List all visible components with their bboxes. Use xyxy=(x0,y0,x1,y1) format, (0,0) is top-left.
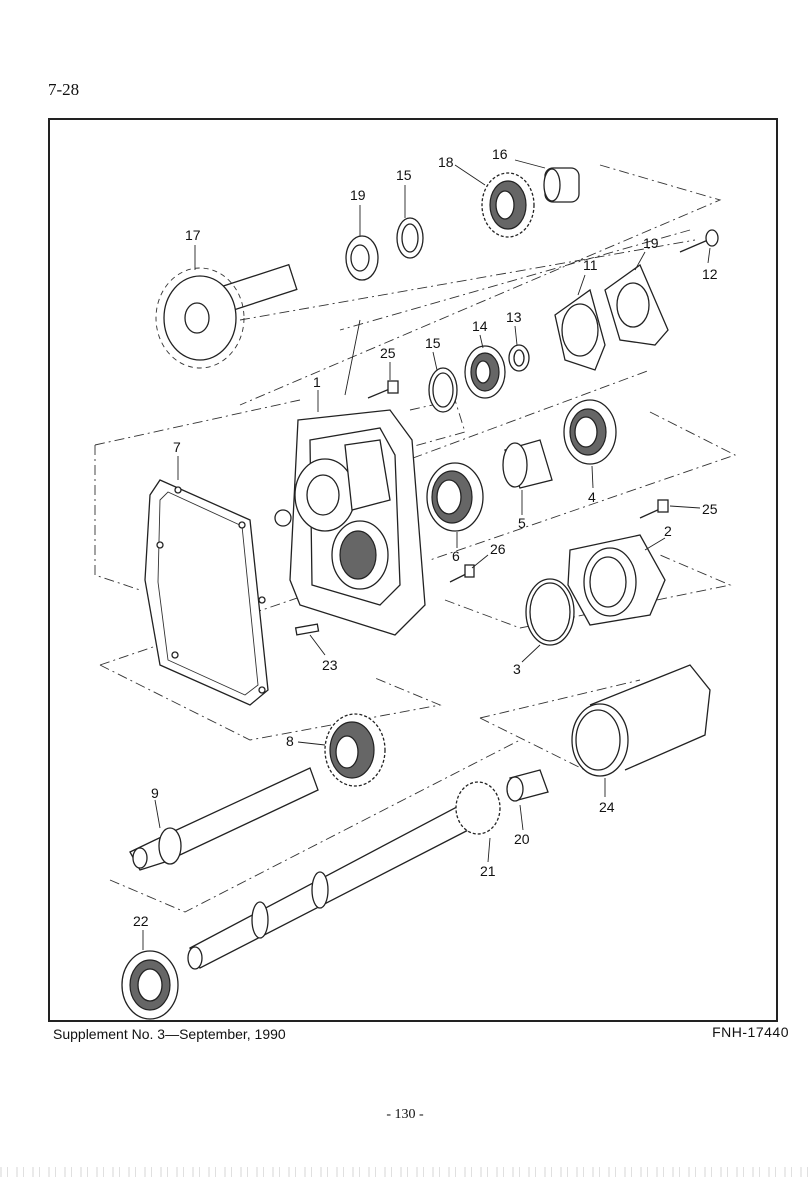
part-9-splined-shaft xyxy=(129,767,319,871)
part-27-bolt xyxy=(449,564,475,583)
leader-lines xyxy=(142,159,711,950)
part-22-bearing xyxy=(121,950,179,1020)
callout-14: 14 xyxy=(472,318,488,334)
part-18-gear xyxy=(481,172,535,238)
callout-1: 1 xyxy=(313,374,321,390)
callout-16: 16 xyxy=(492,146,508,162)
part-19-needle-bearing xyxy=(345,235,379,281)
scan-edge-artifact xyxy=(0,1167,810,1177)
callout-labels: 17 19 15 18 16 12 11 19 13 14 15 25 1 7 … xyxy=(133,146,718,929)
callout-2: 2 xyxy=(664,523,672,539)
callout-11: 11 xyxy=(583,257,598,273)
part-25-bolt xyxy=(639,499,669,519)
supplement-note: Supplement No. 3—September, 1990 xyxy=(53,1026,286,1042)
figure-code: FNH-17440 xyxy=(712,1024,789,1040)
part-15-snap-ring-2 xyxy=(428,367,458,413)
part-8-gear xyxy=(324,713,386,787)
diagram-frame xyxy=(48,118,778,1022)
part-21-output-shaft xyxy=(187,781,501,970)
callout-23: 23 xyxy=(322,657,338,673)
part-2-flange-housing xyxy=(567,534,666,626)
callout-15: 15 xyxy=(396,167,412,183)
assembly-lines xyxy=(94,164,737,913)
part-6-oil-seal xyxy=(426,462,484,532)
callout-12: 12 xyxy=(702,266,718,282)
callout-8: 8 xyxy=(286,733,294,749)
callout-4: 4 xyxy=(588,489,596,505)
section-number: 7-28 xyxy=(48,80,80,99)
part-20-needle-bearing xyxy=(506,769,549,802)
part-12-bolt xyxy=(679,229,719,253)
part-23-pin xyxy=(294,623,320,636)
page-folio: - 130 - xyxy=(386,1107,424,1122)
callout-6: 6 xyxy=(452,548,460,564)
part-4-bearing xyxy=(563,399,617,465)
callout-21: 21 xyxy=(480,863,496,879)
callout-3: 3 xyxy=(513,661,521,677)
part-1-housing xyxy=(274,409,426,636)
callout-15-lower: 15 xyxy=(425,335,441,351)
part-13-snap-ring xyxy=(508,344,530,372)
part-19-cover-plate xyxy=(604,264,669,346)
callout-19-cover: 19 xyxy=(643,235,659,251)
part-16-collar xyxy=(543,167,580,203)
callout-5: 5 xyxy=(518,515,526,531)
callout-7: 7 xyxy=(173,439,181,455)
callout-17: 17 xyxy=(185,227,201,243)
part-3-o-ring xyxy=(525,578,575,646)
callout-22: 22 xyxy=(133,913,149,929)
part-7-gasket xyxy=(144,479,269,706)
part-17-gear-shaft xyxy=(155,263,298,369)
callout-27: 26 xyxy=(490,541,506,557)
callout-18: 18 xyxy=(438,154,454,170)
part-5-sleeve xyxy=(502,439,553,489)
callout-19: 19 xyxy=(350,187,366,203)
callout-24: 24 xyxy=(599,799,615,815)
callout-20: 20 xyxy=(514,831,530,847)
part-24-cover xyxy=(571,664,711,777)
part-15-snap-ring xyxy=(396,217,424,259)
callout-9: 9 xyxy=(151,785,159,801)
part-11-retainer-plate xyxy=(554,288,606,371)
callout-26: 25 xyxy=(380,345,396,361)
part-26-bolt xyxy=(367,380,399,399)
callout-13: 13 xyxy=(506,309,522,325)
callout-25: 25 xyxy=(702,501,718,517)
part-14-ball-bearing xyxy=(464,345,506,399)
